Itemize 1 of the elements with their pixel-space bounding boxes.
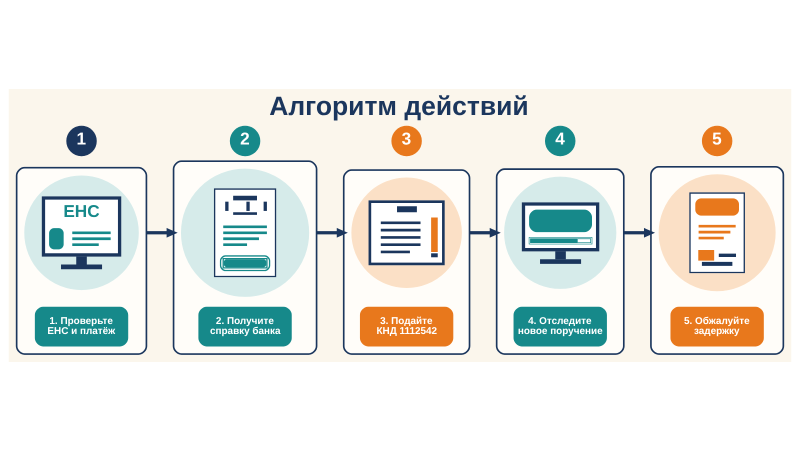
diagram-title: Алгоритм действий	[269, 90, 529, 120]
